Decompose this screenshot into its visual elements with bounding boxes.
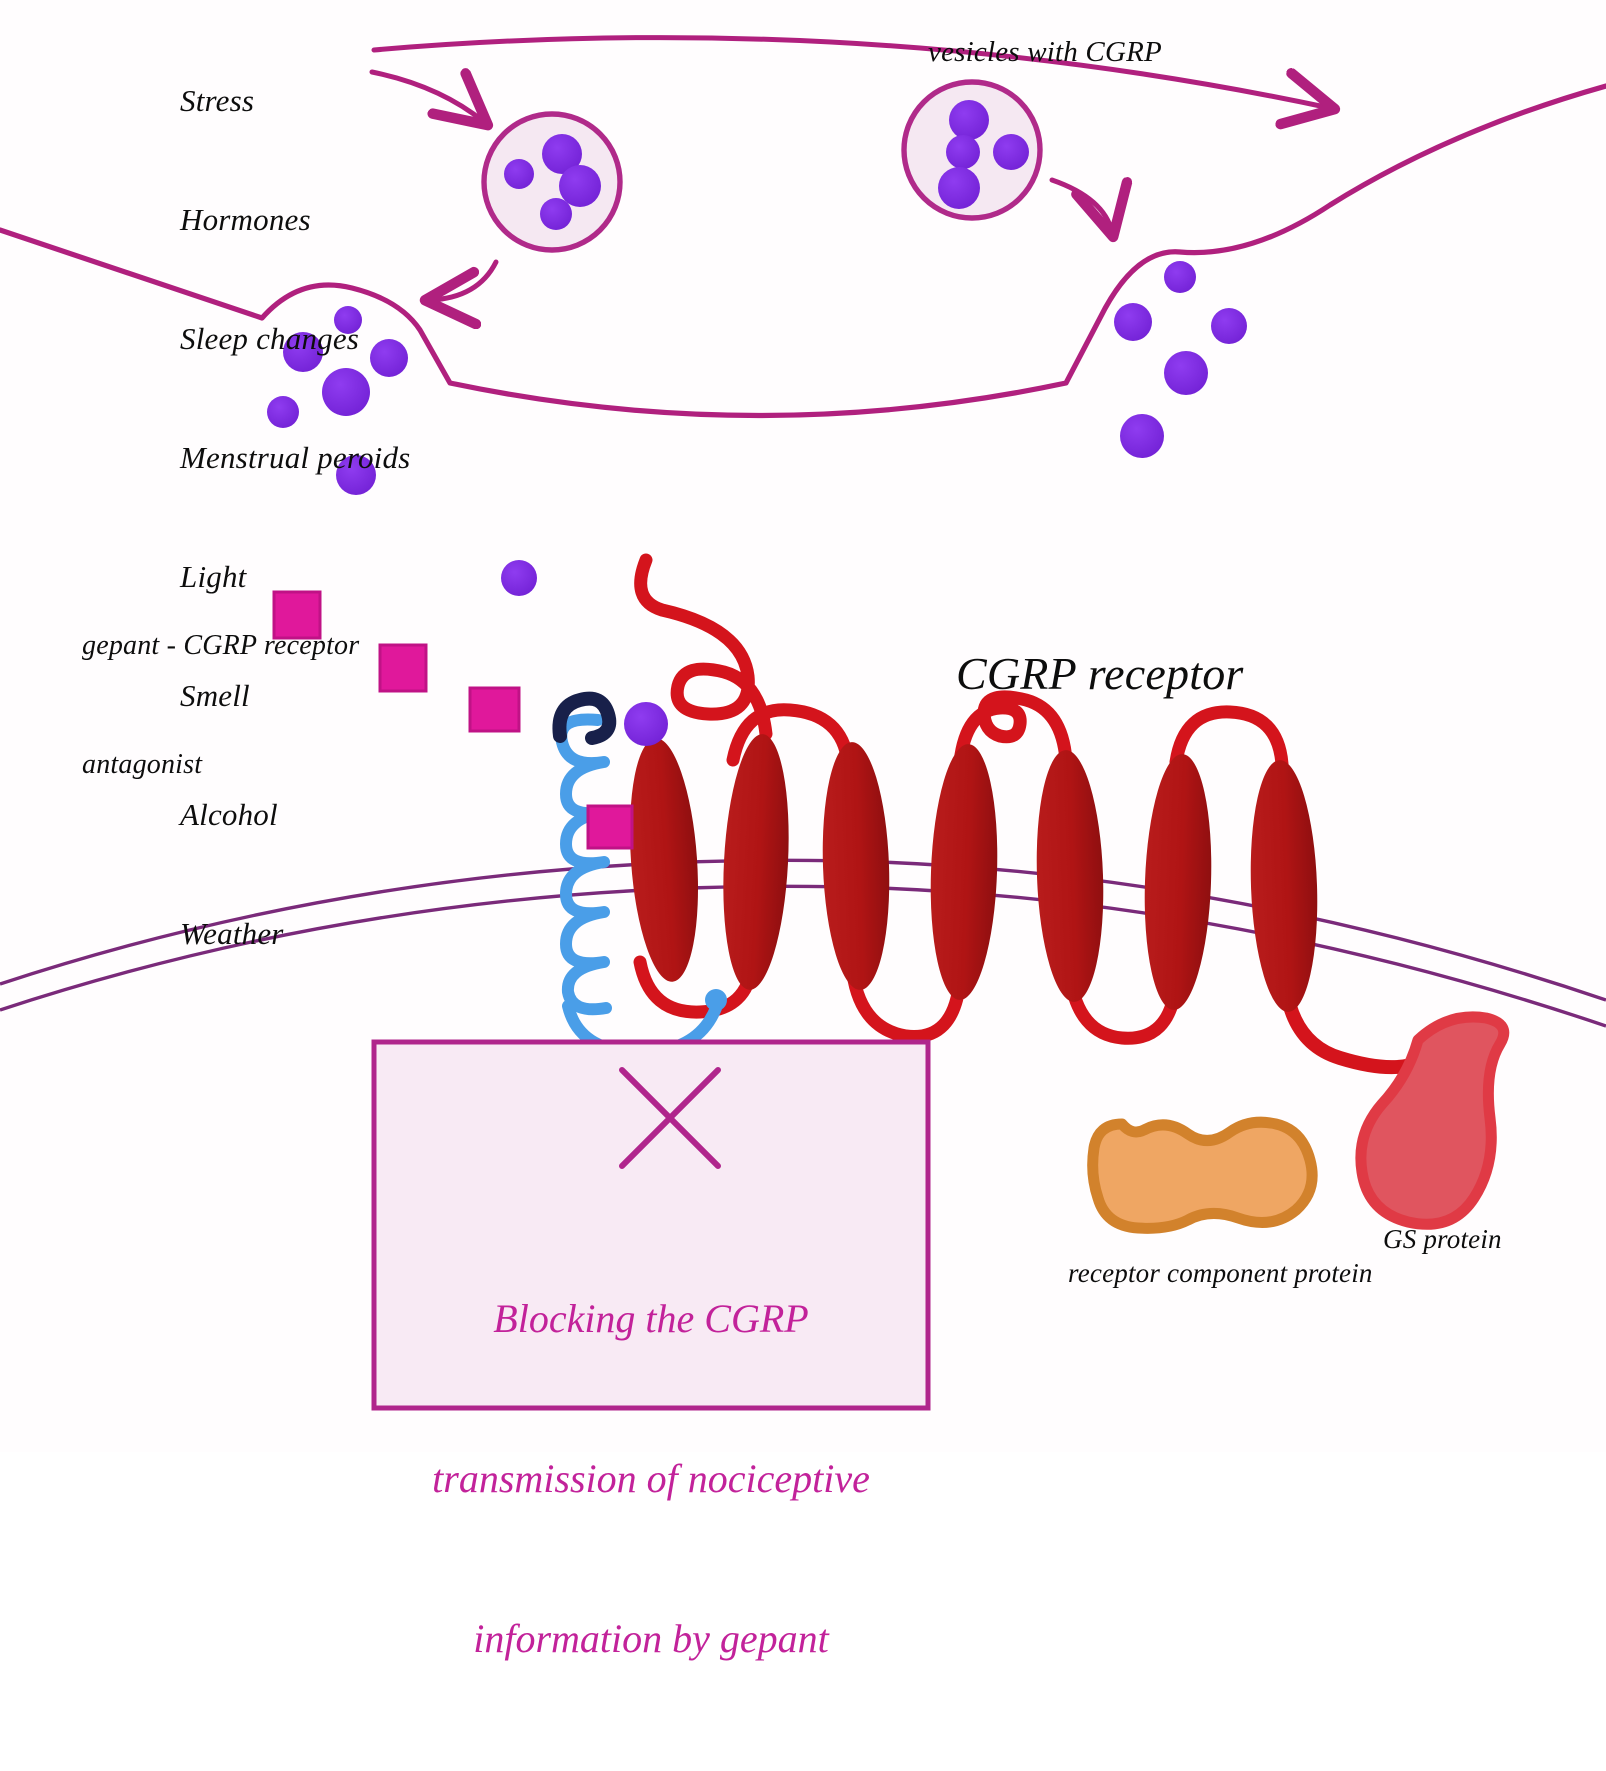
cgrp-dot — [1114, 303, 1152, 341]
gepant-label-line1: gepant - CGRP receptor — [82, 629, 360, 661]
callout-box — [371, 1039, 931, 1411]
trigger-item: Light — [180, 559, 247, 595]
callout-text: Blocking the CGRP transmission of nocice… — [378, 1186, 924, 1771]
cgrp-dot — [334, 306, 362, 334]
trigger-item: Alcohol — [180, 797, 278, 833]
gs-protein-label: GS protein — [1383, 1224, 1502, 1254]
cgrp-dot — [267, 396, 299, 428]
cgrp-dot-bound — [624, 702, 668, 746]
released-cgrp-right — [1114, 261, 1247, 458]
trigger-arrow-to-vesicle — [369, 72, 484, 122]
cgrp-dot — [283, 332, 323, 372]
helix-2 — [723, 734, 789, 990]
vesicle-docking-arrow — [1049, 180, 1112, 232]
cgrp-dot — [1164, 261, 1196, 293]
cgrp-dot — [1120, 414, 1164, 458]
released-cgrp-left — [267, 306, 408, 495]
receptor-component-protein-blob — [1087, 1116, 1318, 1234]
cgrp-dot — [542, 134, 582, 174]
helix-5 — [1036, 750, 1104, 1002]
helix-3 — [822, 742, 890, 990]
cgrp-dot-free — [501, 560, 537, 596]
cgrp-dot — [336, 455, 376, 495]
cgrp-dot — [370, 339, 408, 377]
gepant-label-line2: antagonist — [82, 748, 203, 780]
helix-4 — [930, 744, 998, 1000]
callout-line-3: information by gepant — [473, 1615, 829, 1661]
receptor-component-protein-label: receptor component protein — [1068, 1258, 1373, 1288]
gepant-square — [272, 590, 322, 640]
gepant-antagonist-label: gepant - CGRP receptor antagonist — [82, 546, 359, 864]
trigger-item: Sleep changes — [180, 321, 360, 357]
cgrp-dot — [1164, 351, 1208, 395]
cgrp-dot — [559, 165, 601, 207]
gepant-square — [468, 686, 521, 733]
trigger-list: Stress Hormones Sleep changes Menstrual … — [180, 2, 410, 1033]
blocked-x-icon — [619, 1067, 721, 1169]
receptor-n-terminal-tail — [634, 553, 773, 741]
helix-6 — [1144, 754, 1212, 1010]
cgrp-dot — [504, 159, 534, 189]
cgrp-dot — [993, 134, 1029, 170]
helix-1 — [629, 738, 699, 982]
gepant-molecules-free — [272, 590, 521, 733]
vesicle-release-arrow — [430, 259, 499, 300]
trigger-item: Smell — [180, 678, 250, 714]
cgrp-dot — [949, 100, 989, 140]
gepant-square — [378, 643, 428, 693]
vesicle-right — [901, 79, 1043, 221]
blue-helix-terminus — [705, 989, 727, 1011]
cgrp-receptor-label: CGRP receptor — [956, 648, 1244, 699]
transmembrane-helices — [629, 734, 1318, 1012]
cgrp-dot — [938, 167, 980, 209]
trigger-item: Hormones — [180, 202, 311, 238]
callout-line-1: Blocking the CGRP — [493, 1296, 809, 1342]
cgrp-dot — [322, 368, 370, 416]
helix-7 — [1250, 760, 1318, 1012]
trigger-item: Weather — [180, 916, 284, 952]
nerve-terminal-membrane — [0, 83, 1606, 419]
callout-line-2: transmission of nociceptive — [432, 1455, 870, 1501]
cgrp-dot — [540, 198, 572, 230]
diagram-canvas — [0, 35, 1606, 1411]
vesicles-label: vesicles with CGRP — [928, 36, 1162, 68]
vesicle-left — [481, 111, 623, 253]
gepant-square-bound — [586, 804, 634, 850]
cgrp-dot — [1211, 308, 1247, 344]
gs-protein-blob — [1355, 1011, 1510, 1230]
trigger-item: Stress — [180, 83, 255, 119]
trigger-arrow-to-terminal — [371, 35, 1330, 108]
trigger-item: Menstrual peroids — [180, 440, 411, 476]
figure-root: Stress Hormones Sleep changes Menstrual … — [0, 2, 1606, 1661]
cgrp-dot — [946, 135, 980, 169]
